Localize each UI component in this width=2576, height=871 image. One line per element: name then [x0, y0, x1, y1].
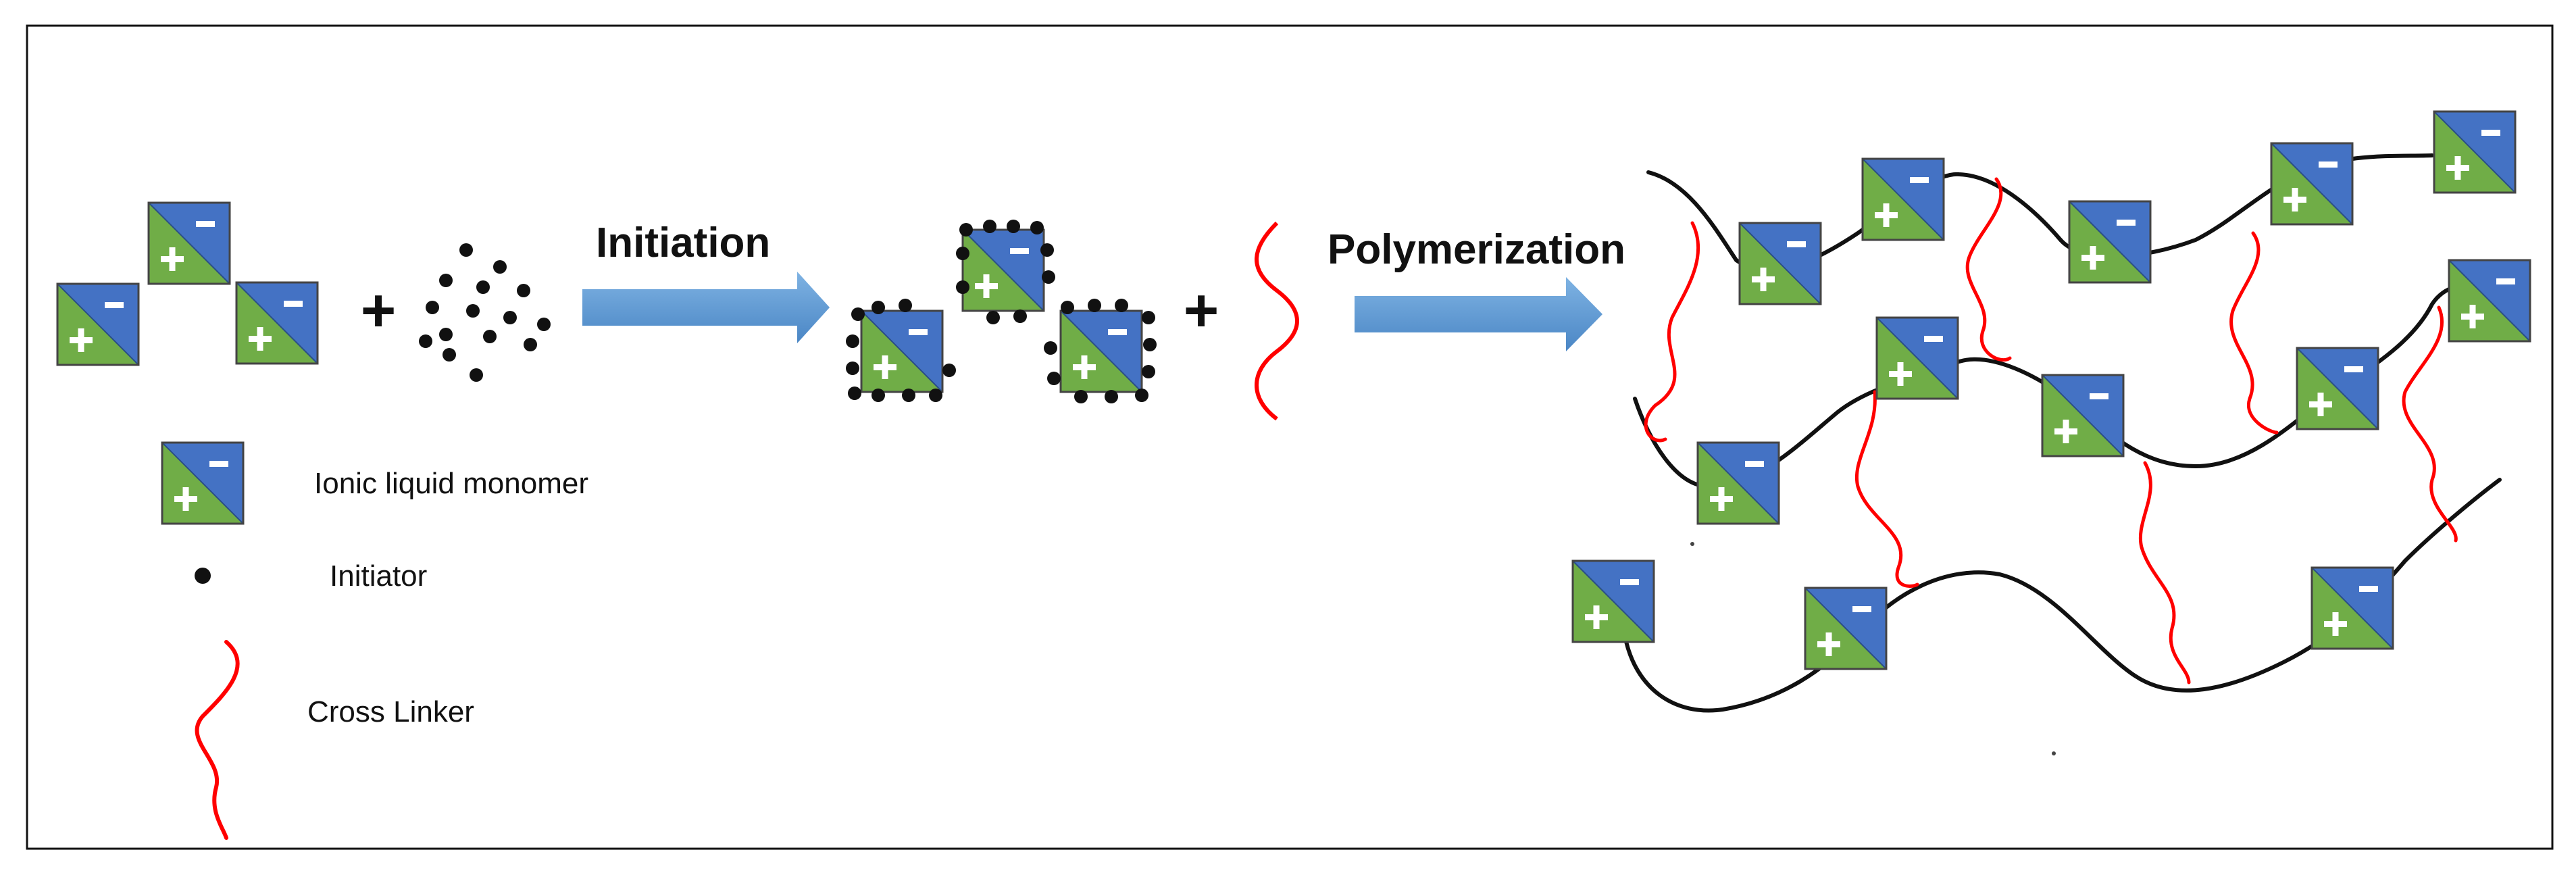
legend-monomer-label: Ionic liquid monomer [314, 467, 588, 500]
polymerization-arrow [1355, 277, 1602, 351]
legend: Ionic liquid monomer Initiator Cross Lin… [161, 441, 588, 840]
polymerization-label: Polymerization [1328, 226, 1625, 273]
polymer-network [1571, 110, 2531, 755]
monomer-tile [235, 281, 319, 365]
figure-frame [26, 24, 2554, 850]
legend-crosslinker-wave [195, 640, 240, 840]
monomer-tile [56, 282, 140, 366]
initiation-arrow [582, 272, 830, 343]
initiation-label: Initiation [596, 220, 770, 266]
initiator-cluster [419, 243, 551, 382]
crosslinker-wave [1255, 221, 1299, 421]
plus-sign: + [1184, 277, 1219, 345]
initiated-monomers [846, 220, 1157, 403]
monomer-tile [147, 201, 231, 285]
plus-sign: + [361, 277, 397, 345]
legend-initiator-dot [195, 568, 211, 584]
legend-initiator-label: Initiator [330, 559, 427, 593]
legend-monomer-swatch [161, 441, 245, 525]
legend-crosslinker-label: Cross Linker [307, 695, 474, 728]
